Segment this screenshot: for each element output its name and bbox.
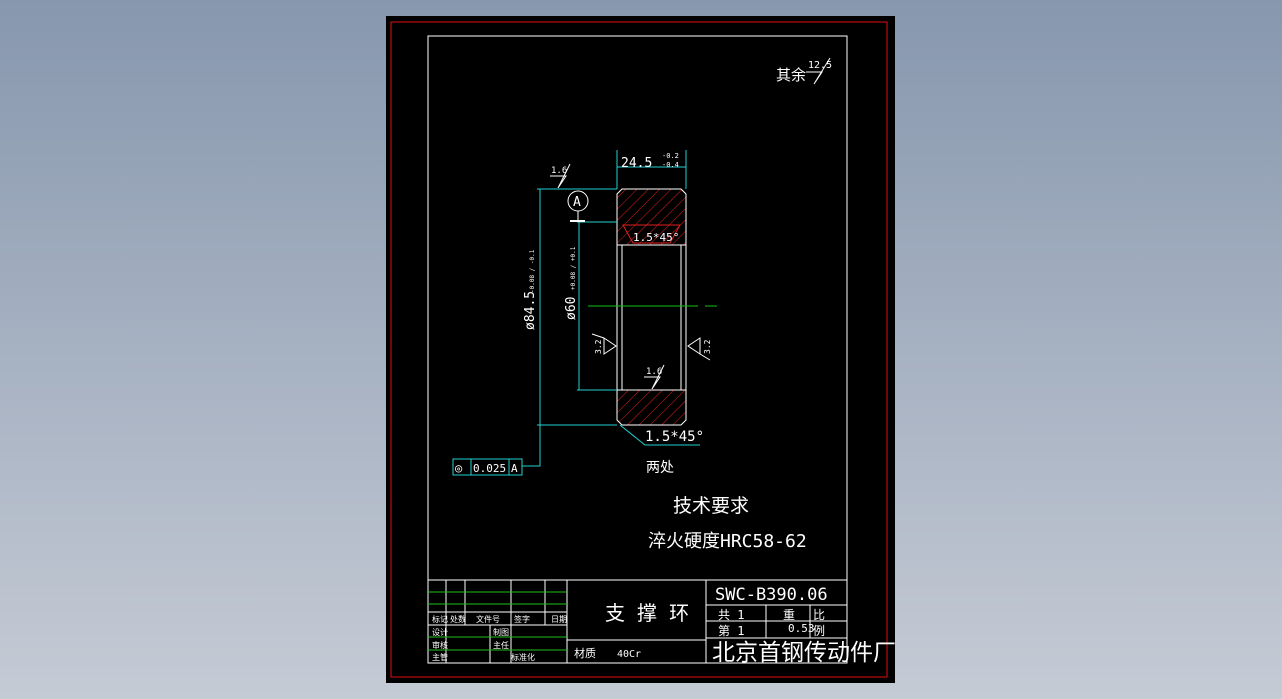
- chamfer-outer-label: 1.5*45°: [645, 429, 704, 445]
- rough-bore: 1.6: [646, 367, 662, 377]
- notes-title: 技术要求: [673, 495, 749, 517]
- chamfer-note: 两处: [646, 460, 674, 476]
- scale-label: 比: [813, 608, 825, 622]
- inner-tol: +0.08 / +0.1: [570, 246, 577, 290]
- company-name: 北京首钢传动件厂: [712, 640, 895, 666]
- rough-right: 3.2: [703, 339, 712, 354]
- sign-row: 制图: [493, 627, 509, 637]
- title-block: [427, 579, 848, 664]
- width-tol-upper: -0.2: [662, 152, 679, 160]
- sign-row: 设计: [432, 627, 448, 637]
- rough-top: 1.6: [551, 166, 567, 176]
- sheet-number: 第 1: [718, 624, 744, 638]
- weight-label: 重: [783, 608, 795, 622]
- part-name: 支 撑 环: [605, 601, 689, 625]
- outer-dia-dim: ø84.5: [523, 291, 538, 330]
- material-label: 材质: [574, 646, 596, 660]
- rough-left: 3.2: [594, 339, 603, 354]
- drawing-sheet: 其余 12.5 1.5*45° 24.5 -0.2 -0.4 ø84.5 -0.…: [386, 16, 895, 683]
- inner-frame: [427, 35, 848, 664]
- hatch-bottom: [616, 389, 687, 426]
- notes-line1: 淬火硬度HRC58-62: [648, 531, 807, 552]
- roughness-label: 其余: [776, 66, 806, 84]
- rev-header: 日期: [551, 615, 567, 624]
- scale-label2: 例: [813, 624, 825, 638]
- cad-drawing: 其余 12.5 1.5*45° 24.5 -0.2 -0.4 ø84.5 -0.…: [390, 21, 895, 678]
- weight-value: 0.53: [788, 622, 815, 635]
- gdt-value: 0.025: [473, 462, 506, 475]
- outer-tol: -0.08 / -0.1: [529, 249, 536, 293]
- width-dim: 24.5: [621, 156, 652, 171]
- width-tol-lower: -0.4: [662, 161, 679, 169]
- rev-header: 处数: [450, 614, 466, 624]
- sign-row: 主任: [493, 640, 509, 650]
- sign-row: 主管: [432, 652, 448, 662]
- sign-row: 标准化: [511, 652, 535, 662]
- roughness-value: 12.5: [808, 60, 832, 71]
- datum-label: A: [573, 195, 581, 210]
- rev-header: 标记: [432, 614, 448, 624]
- material-value: 40Cr: [617, 649, 641, 660]
- rev-header: 文件号: [476, 614, 500, 624]
- sign-row: 审核: [432, 640, 448, 650]
- ring-section: [588, 188, 717, 426]
- drawing-number: SWC-B390.06: [715, 585, 828, 605]
- rev-header: 签字: [514, 614, 530, 624]
- chamfer-inner-label: 1.5*45°: [633, 231, 679, 244]
- roughness-symbol-icon: [806, 57, 831, 85]
- outer-border: [390, 21, 888, 678]
- concentricity-icon: ◎: [455, 461, 462, 475]
- gdt-datum: A: [511, 462, 518, 475]
- sheet-total: 共 1: [718, 608, 744, 622]
- inner-dia-dim: ø60: [564, 297, 579, 320]
